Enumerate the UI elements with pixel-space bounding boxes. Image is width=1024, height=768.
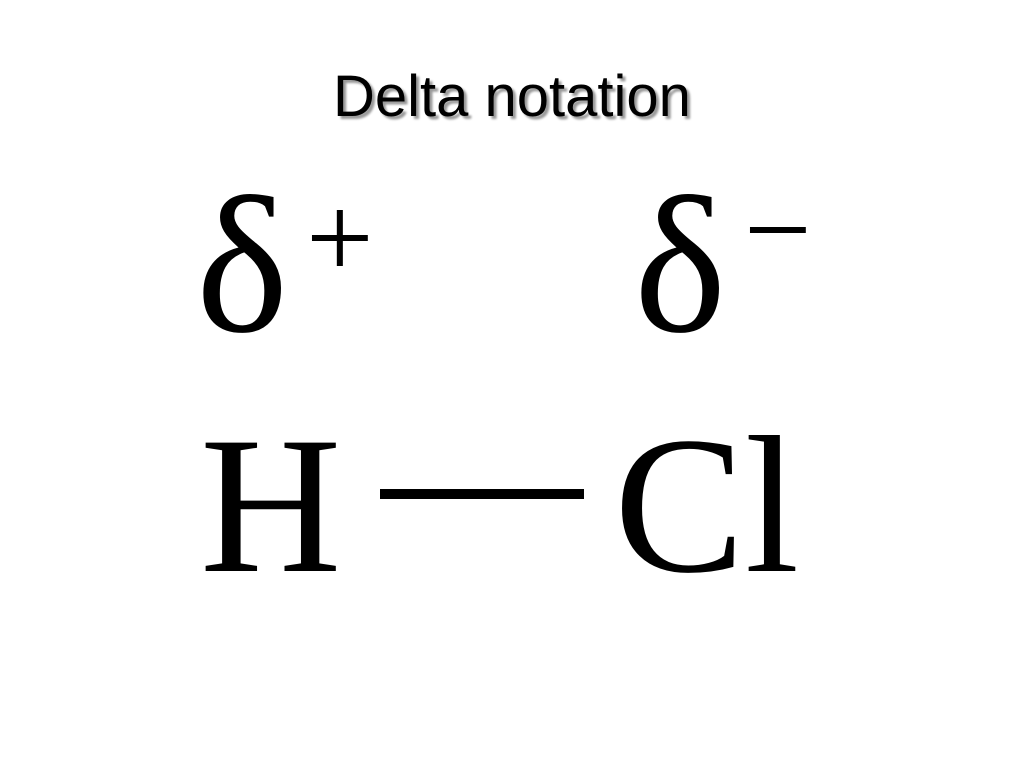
slide-title: Delta notation (333, 64, 691, 129)
partial-charge-sign-positive: + (306, 171, 374, 304)
partial-charge-delta-cl: δ (634, 157, 727, 374)
atom-hydrogen: H (200, 397, 342, 614)
covalent-bond-line (380, 489, 584, 499)
partial-charge-delta-h: δ (196, 157, 289, 374)
partial-charge-sign-negative: − (744, 163, 812, 296)
atom-chlorine: Cl (614, 397, 800, 614)
